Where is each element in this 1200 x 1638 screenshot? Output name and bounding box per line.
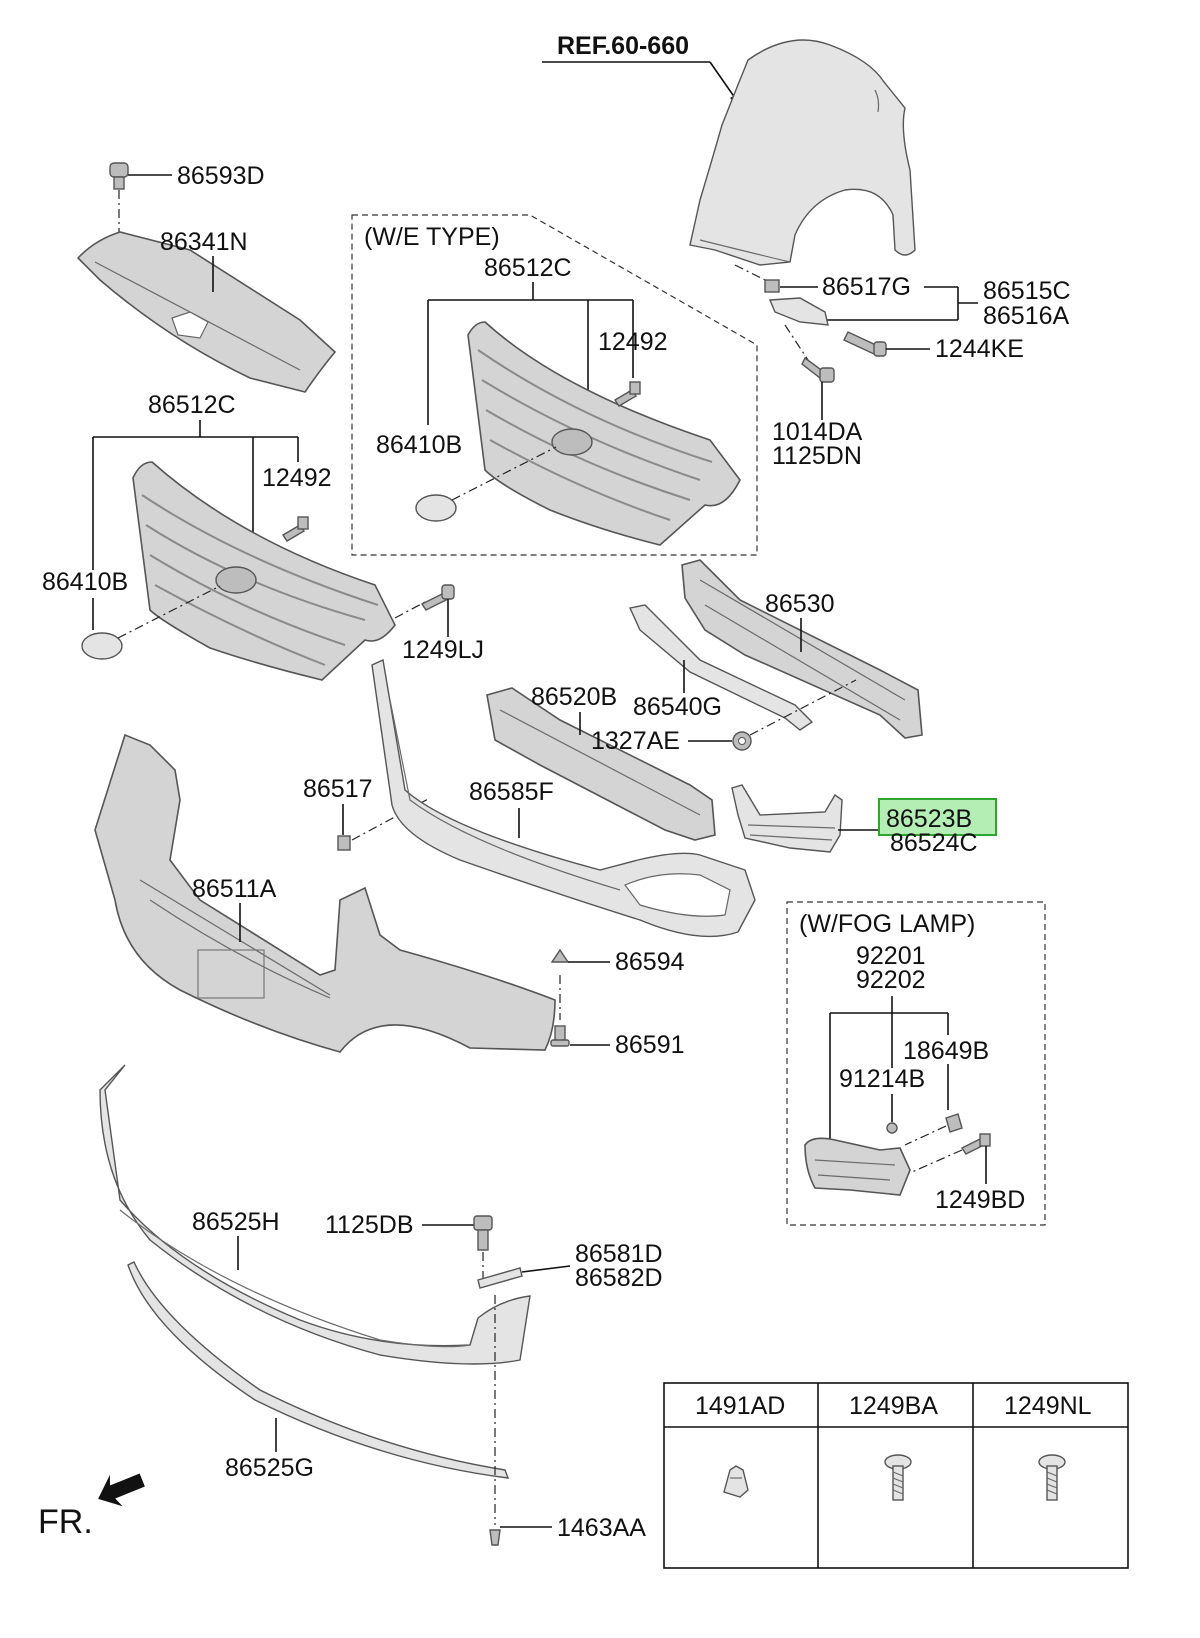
label-86585F[interactable]: 86585F: [469, 778, 554, 806]
front-arrow-icon: [98, 1473, 145, 1507]
grille-group: 86512C 12492 86410B 1249LJ: [42, 391, 484, 681]
label-1125DB[interactable]: 1125DB: [325, 1211, 414, 1239]
label-12492[interactable]: 12492: [262, 464, 332, 492]
fog-lamp-group: (W/FOG LAMP) 92201 92202 18649B 91214B 1…: [786, 901, 1046, 1226]
label-86523B[interactable]: 86523B: [886, 805, 972, 833]
label-86525G[interactable]: 86525G: [225, 1454, 314, 1482]
we-type-group: (W/E TYPE) 86512C 12492 86410B: [351, 214, 758, 556]
table-header-1491AD: 1491AD: [695, 1392, 785, 1420]
lower-bumper-group: 86525H 86525G 1125DB 86581D 86582D 1463A…: [99, 1064, 663, 1546]
label-86582D[interactable]: 86582D: [575, 1264, 663, 1292]
side-bracket-86523B: [731, 784, 843, 853]
label-86341N[interactable]: 86341N: [160, 228, 248, 256]
highlight-86523B: [878, 798, 997, 836]
fr-label[interactable]: FR.: [38, 1503, 93, 1541]
label-86516A[interactable]: 86516A: [983, 302, 1070, 330]
stay-86540G: [628, 604, 814, 731]
beam-group: 86530 86540G 86520B 1327AE: [486, 559, 923, 841]
label-86511A[interactable]: 86511A: [192, 875, 277, 903]
label-18649B[interactable]: 18649B: [903, 1037, 989, 1065]
bumper-cover-86511A: [94, 733, 556, 1053]
label-86525H[interactable]: 86525H: [192, 1208, 280, 1236]
label-86410B-we[interactable]: 86410B: [376, 431, 462, 459]
table-header-1249NL: 1249NL: [1004, 1392, 1092, 1420]
skid-strip-86525G: [127, 1261, 510, 1479]
grille-main: [132, 461, 396, 681]
clip-86593D: 86593D: [109, 162, 265, 235]
bumper-cover-group: 86511A: [94, 733, 556, 1053]
fender-bracket-group: 86517G 86515C 86516A 1244KE 1014DA 1125D…: [734, 264, 1071, 470]
front-direction: FR.: [38, 1473, 145, 1541]
label-86593D[interactable]: 86593D: [177, 162, 265, 190]
absorber-86520B: [486, 687, 716, 841]
upper-cover-86341N: 86341N: [76, 228, 337, 393]
label-1249BD[interactable]: 1249BD: [935, 1186, 1025, 1214]
fog-lamp-label[interactable]: (W/FOG LAMP): [799, 910, 975, 938]
fender-ref-group: REF.60-660: [542, 32, 916, 266]
label-86517[interactable]: 86517: [303, 775, 373, 803]
bracket-86523B-group: 86523B 86524C: [731, 784, 997, 857]
label-1327AE[interactable]: 1327AE: [591, 727, 680, 755]
label-86594[interactable]: 86594: [615, 948, 685, 976]
fastener-table: 1491AD 1249BA 1249NL: [663, 1382, 1129, 1569]
screw-1249BA-icon: [884, 1454, 912, 1501]
label-91214B[interactable]: 91214B: [839, 1065, 925, 1093]
label-86512C-we[interactable]: 86512C: [484, 254, 572, 282]
table-header-1249BA: 1249BA: [849, 1392, 938, 1420]
label-86515C[interactable]: 86515C: [983, 277, 1071, 305]
label-1463AA[interactable]: 1463AA: [557, 1514, 646, 1542]
label-86512C[interactable]: 86512C: [148, 391, 236, 419]
label-1125DN[interactable]: 1125DN: [772, 442, 862, 470]
label-86520B[interactable]: 86520B: [531, 683, 617, 711]
grille-we: [467, 321, 741, 546]
screw-1249NL-icon: [1038, 1454, 1066, 1501]
label-92202[interactable]: 92202: [856, 966, 926, 994]
label-86410B[interactable]: 86410B: [42, 568, 128, 596]
front-fender: [689, 39, 916, 266]
label-1249LJ[interactable]: 1249LJ: [402, 636, 484, 664]
ref-label[interactable]: REF.60-660: [557, 32, 689, 60]
lower-grille-group: 86517 86585F: [303, 658, 756, 938]
label-86517G[interactable]: 86517G: [822, 273, 911, 301]
label-86540G[interactable]: 86540G: [633, 693, 722, 721]
label-86524C[interactable]: 86524C: [890, 829, 978, 857]
clip-1491AD-icon: [723, 1465, 749, 1498]
fog-lamp-92201: [804, 1137, 911, 1196]
label-86530[interactable]: 86530: [765, 590, 835, 618]
lower-grille-86585F: [371, 658, 756, 938]
lower-bumper-86525H: [99, 1064, 531, 1365]
label-1014DA[interactable]: 1014DA: [772, 418, 863, 446]
label-86581D[interactable]: 86581D: [575, 1240, 663, 1268]
we-type-label[interactable]: (W/E TYPE): [364, 223, 500, 251]
label-1244KE[interactable]: 1244KE: [935, 335, 1024, 363]
label-86591[interactable]: 86591: [615, 1031, 685, 1059]
label-92201[interactable]: 92201: [856, 942, 926, 970]
label-12492-we[interactable]: 12492: [598, 328, 668, 356]
clip-86594-group: 86594 86591: [550, 948, 685, 1059]
